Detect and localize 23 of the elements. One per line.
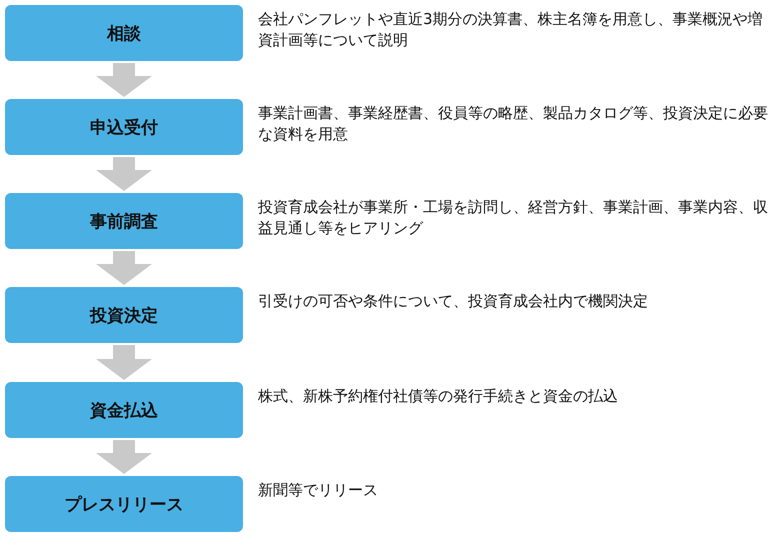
step-label: 申込受付 [90, 116, 158, 138]
arrow [96, 440, 152, 474]
step-label: 資金払込 [90, 400, 158, 422]
step-box [5, 193, 243, 249]
step-box [5, 382, 243, 438]
step-description: 引受けの可否や条件について、投資育成会社内で機関決定 [258, 291, 649, 312]
step-box [5, 99, 243, 155]
arrow [96, 157, 152, 191]
step-label: 事前調査 [90, 210, 158, 232]
step-description: 株式、新株予約権付社債等の発行手続きと資金の払込 [258, 386, 619, 407]
step-description: 会社パンフレットや直近3期分の決算書、株主名簿を用意し、事業概況や増資計画等について説明 [258, 9, 764, 51]
step-box [5, 287, 243, 343]
arrow [96, 251, 152, 285]
step-label: プレスリリース [64, 494, 184, 516]
step-label: 相談 [107, 22, 141, 44]
step-description: 投資育成会社が事業所・工場を訪問し、経営方針、事業計画、事業内容、収益見通し等をヒアリング [258, 197, 769, 239]
step-label: 投資決定 [90, 304, 158, 326]
step-description: 事業計画書、事業経歴書、役員等の略歴、製品カタログ等、投資決定に必要な資料を用意 [258, 103, 769, 145]
step-description: 新聞等でリリース [258, 480, 379, 501]
step-box [5, 476, 243, 532]
arrow [96, 345, 152, 380]
arrow [96, 63, 152, 97]
step-box [5, 5, 243, 61]
